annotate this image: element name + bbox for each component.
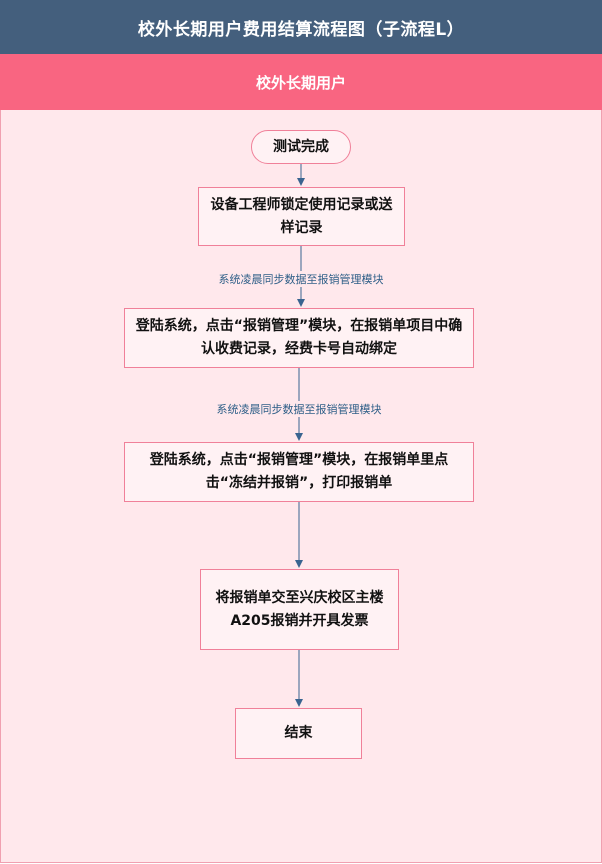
end-node: 结束 <box>235 708 362 759</box>
start-node: 测试完成 <box>251 130 351 164</box>
edge-label-sync-2: 系统凌晨同步数据至报销管理模块 <box>214 401 384 417</box>
step-freeze-and-print: 登陆系统，点击“报销管理”模块，在报销单里点击“冻结并报销”，打印报销单 <box>124 442 474 502</box>
edge-label-sync-1: 系统凌晨同步数据至报销管理模块 <box>216 271 386 287</box>
step-confirm-charges: 登陆系统，点击“报销管理”模块，在报销单项目中确认收费记录，经费卡号自动绑定 <box>124 308 474 368</box>
step-lock-records: 设备工程师锁定使用记录或送样记录 <box>198 187 405 246</box>
swimlane-header: 校外长期用户 <box>0 54 602 110</box>
step-submit-reimbursement: 将报销单交至兴庆校区主楼A205报销并开具发票 <box>200 569 399 650</box>
diagram-title: 校外长期用户费用结算流程图（子流程L） <box>0 0 602 54</box>
